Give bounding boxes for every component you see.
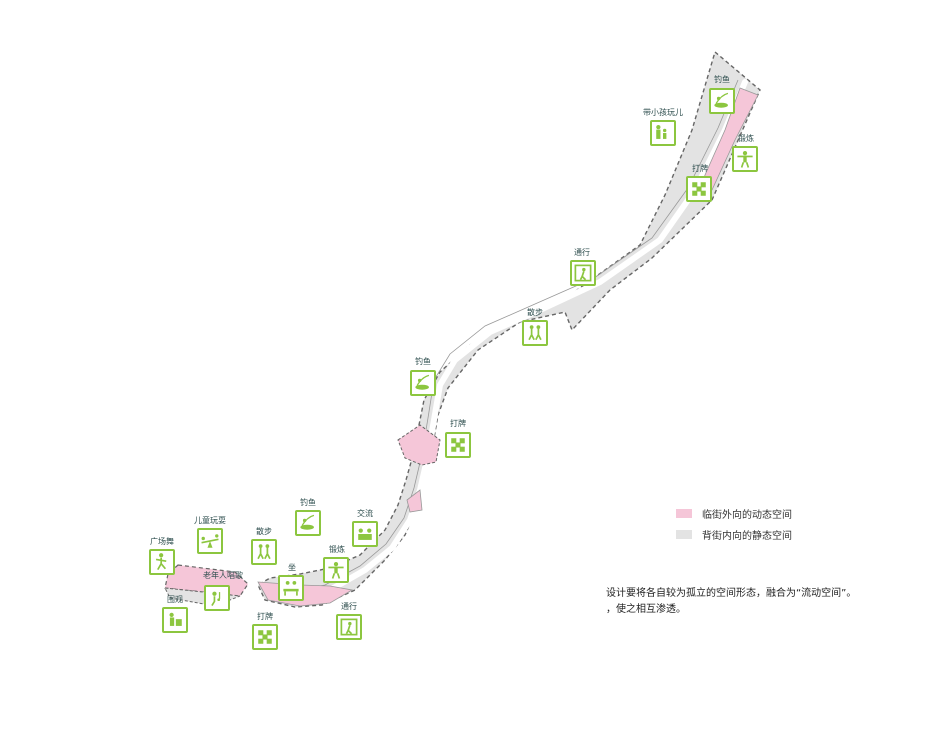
walking-icon: [251, 539, 277, 565]
static-space-area: [257, 50, 761, 608]
label-chat-low: 交流: [357, 509, 373, 518]
label-fishing-top: 钓鱼: [714, 75, 730, 84]
fishing-icon: [295, 510, 321, 536]
cards-icon: [686, 176, 712, 202]
label-square-dance: 广场舞: [150, 537, 174, 546]
label-kids-low: 儿童玩耍: [194, 516, 226, 525]
child-play-icon: [650, 120, 676, 146]
label-sit-low: 坐: [288, 563, 296, 572]
dynamic-space-small: [406, 489, 423, 513]
design-note-line-2: ，使之相互渗透。: [606, 604, 686, 615]
walkway-path: [267, 79, 748, 600]
label-cards-top: 打牌: [692, 164, 708, 173]
passage-icon: [336, 614, 362, 640]
legend-static-label: 背街内向的静态空间: [702, 531, 792, 542]
label-exercise-top: 锻炼: [738, 134, 754, 143]
cards-icon: [445, 432, 471, 458]
label-watch: 围观: [167, 595, 183, 604]
label-fishing-mid: 钓鱼: [415, 357, 431, 366]
label-walk-low: 散步: [256, 527, 272, 536]
legend-dynamic-swatch: [676, 509, 692, 518]
dance-icon: [149, 549, 175, 575]
label-cards-mid: 打牌: [450, 419, 466, 428]
fishing-icon: [410, 370, 436, 396]
design-note-line-1: 设计要将各自较为孤立的空间形态，融合为“流动空间”。: [606, 588, 857, 599]
passage-icon: [570, 260, 596, 286]
label-kids-top: 带小孩玩儿: [643, 108, 683, 117]
bench-icon: [278, 575, 304, 601]
legend-dynamic: 临街外向的动态空间: [676, 506, 792, 521]
label-fishing-low: 钓鱼: [300, 498, 316, 507]
dynamic-space-mid: [397, 424, 441, 466]
walking-icon: [522, 320, 548, 346]
exercise-icon: [323, 557, 349, 583]
watching-icon: [162, 607, 188, 633]
conversation-icon: [352, 521, 378, 547]
label-cards-low: 打牌: [257, 612, 273, 621]
exercise-icon: [732, 146, 758, 172]
label-walk-mid: 散步: [527, 308, 543, 317]
legend-static: 背街内向的静态空间: [676, 527, 792, 542]
label-pass-mid: 通行: [574, 248, 590, 257]
singing-icon: [204, 585, 230, 611]
legend-static-swatch: [676, 530, 692, 539]
fishing-icon: [709, 88, 735, 114]
label-exercise-low: 锻炼: [329, 545, 345, 554]
label-pass-low: 通行: [341, 602, 357, 611]
legend-dynamic-label: 临街外向的动态空间: [702, 510, 792, 521]
cards-icon: [252, 624, 278, 650]
label-singing: 老年人唱歌: [203, 571, 243, 580]
design-note: 设计要将各自较为孤立的空间形态，融合为“流动空间”。 ，使之相互渗透。: [606, 586, 856, 618]
seesaw-icon: [197, 528, 223, 554]
